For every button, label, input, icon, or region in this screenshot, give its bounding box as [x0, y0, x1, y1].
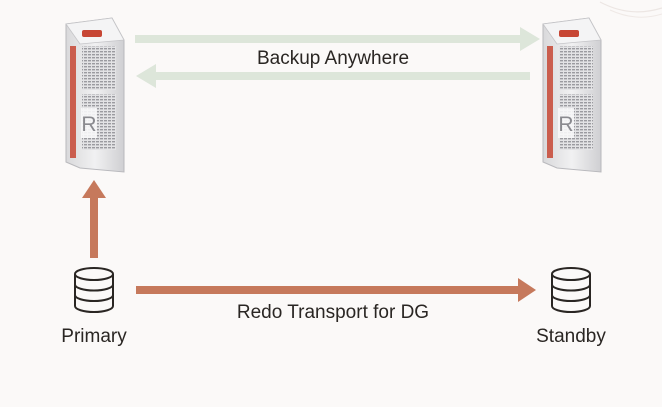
decorative-swirl — [599, 1, 662, 13]
right-server-rack-icon: R — [542, 17, 602, 173]
primary-database-icon — [74, 267, 114, 313]
decorative-swirl-2 — [609, 9, 662, 18]
redo-transport-label: Redo Transport for DG — [236, 302, 430, 323]
redo-transport-arrow — [136, 278, 536, 302]
backup-anywhere-label: Backup Anywhere — [256, 48, 410, 69]
right-server-badge: R — [558, 113, 573, 136]
backup-arrow-left — [136, 64, 530, 88]
standby-label: Standby — [536, 326, 606, 347]
left-server-badge: R — [81, 113, 96, 136]
standby-database-icon — [551, 267, 591, 313]
left-server-rack-icon: R — [65, 17, 125, 173]
primary-label: Primary — [61, 326, 127, 347]
left-server-badge-red — [82, 30, 102, 37]
right-server-badge-red — [559, 30, 579, 37]
backup-arrow-right — [135, 27, 540, 51]
upward-redo-arrow — [82, 180, 106, 258]
